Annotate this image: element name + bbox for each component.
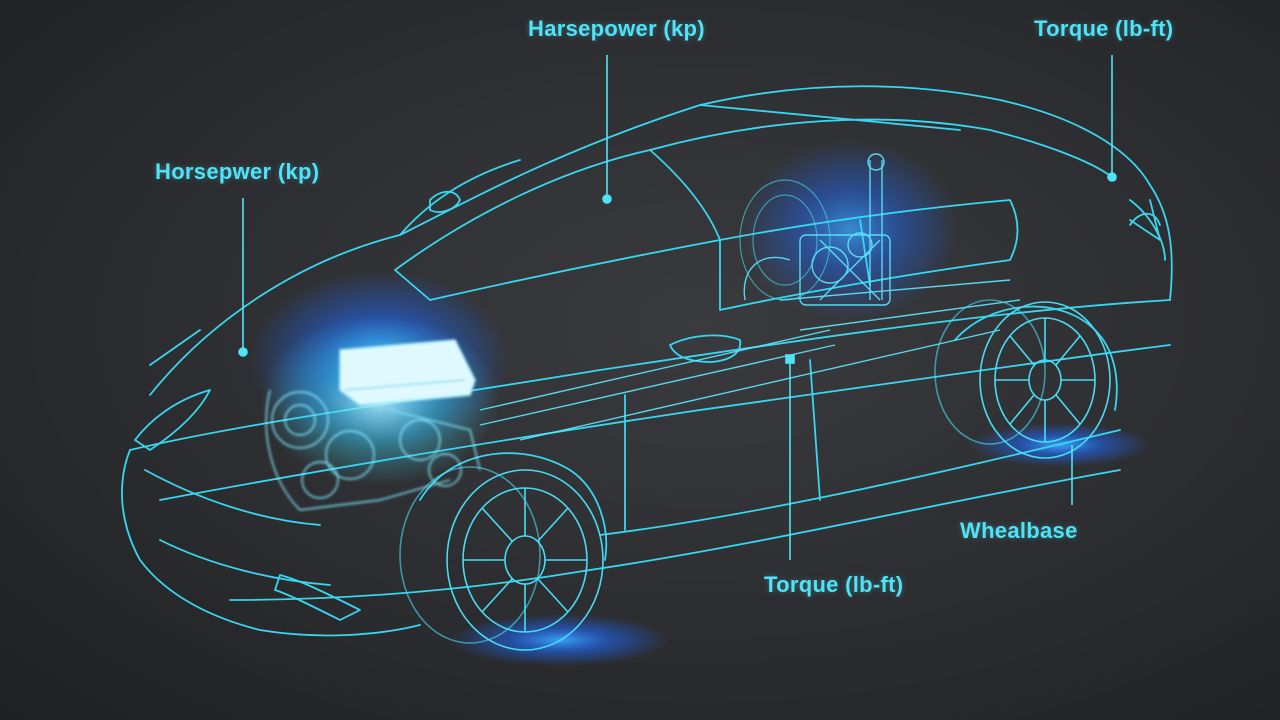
callout-horsepower-top: Harsepower (kp) [528, 16, 705, 41]
callout-wheelbase: Whealbase [960, 518, 1078, 543]
callout-torque-top: Torque (lb-ft) [1034, 16, 1174, 41]
callout-torque-bottom: Torque (lb-ft) [764, 572, 904, 597]
front-wheel [399, 466, 604, 651]
engine-block [260, 315, 500, 511]
rear-inner-wheel [739, 179, 831, 301]
callout-horsepower-left: Horsepwer (kp) [155, 159, 320, 184]
callout-leader-lines [238, 55, 1117, 560]
rear-wheel [934, 299, 1111, 459]
drivetrain-wireframe [479, 153, 1021, 441]
